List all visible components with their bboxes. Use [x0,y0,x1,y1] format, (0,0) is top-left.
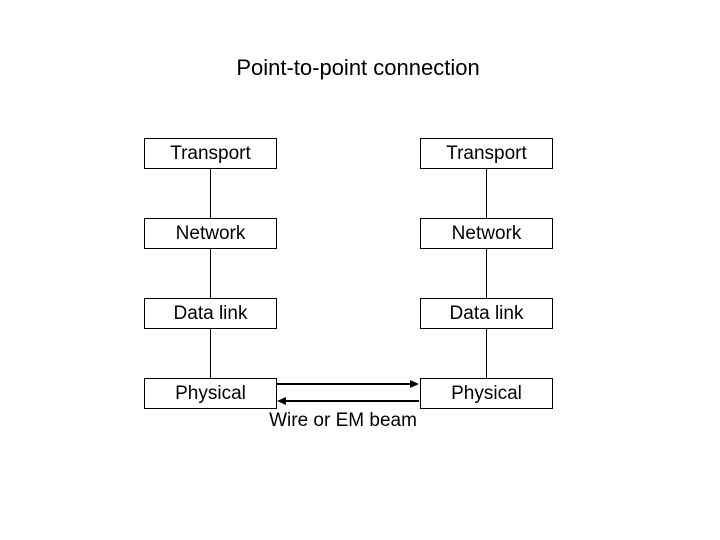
layer-box-right-physical: Physical [420,378,553,409]
connector-left-network-datalink [210,249,211,298]
layer-label-right-physical: Physical [451,382,522,404]
layer-label-right-datalink: Data link [449,302,524,324]
physical-link-forward-line [277,383,410,385]
layer-box-left-datalink: Data link [144,298,277,329]
arrow-right-icon [410,380,419,388]
slide-title: Point-to-point connection [236,55,480,80]
arrow-left-icon [277,397,286,405]
layer-label-left-network: Network [175,222,246,244]
layer-label-right-transport: Transport [446,142,527,164]
layer-box-left-transport: Transport [144,138,277,169]
connector-left-transport-network [210,169,211,218]
connector-right-transport-network [486,169,487,218]
connector-left-datalink-physical [210,329,211,378]
connector-right-network-datalink [486,249,487,298]
layer-label-left-physical: Physical [175,382,246,404]
layer-label-right-network: Network [451,222,522,244]
physical-link-backward-line [286,400,419,402]
layer-box-right-network: Network [420,218,553,249]
connector-right-datalink-physical [486,329,487,378]
physical-link-label: Wire or EM beam [269,410,417,431]
layer-box-right-datalink: Data link [420,298,553,329]
layer-label-left-transport: Transport [170,142,251,164]
layer-label-left-datalink: Data link [173,302,248,324]
layer-box-left-physical: Physical [144,378,277,409]
layer-box-left-network: Network [144,218,277,249]
layer-box-right-transport: Transport [420,138,553,169]
